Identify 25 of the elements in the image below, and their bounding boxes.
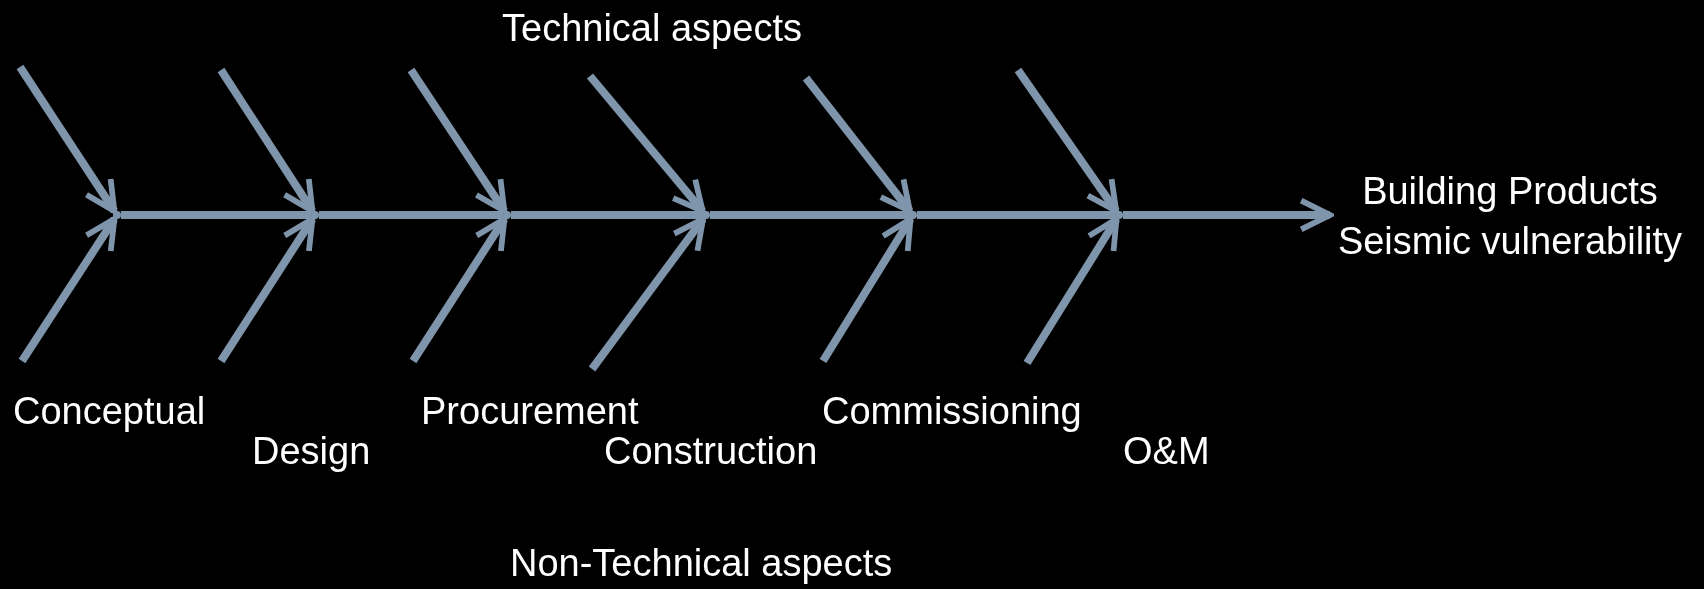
- cause-arrow: [18, 216, 118, 364]
- junction-point: [113, 211, 121, 219]
- cause-arrow: [217, 216, 316, 364]
- heading-label: Non-Technical aspects: [510, 541, 893, 585]
- cause-arrow: [217, 67, 316, 214]
- cause-arrow: [1023, 216, 1120, 366]
- cause-arrow: [16, 64, 118, 214]
- cause-arrow: [819, 216, 914, 364]
- phase-label: Design: [252, 429, 371, 473]
- junction-point: [702, 211, 710, 219]
- cause-arrow: [588, 216, 707, 372]
- phase-label: Conceptual: [13, 389, 206, 433]
- junction-point: [503, 211, 511, 219]
- phase-label: O&M: [1123, 429, 1210, 473]
- cause-arrow: [802, 75, 914, 214]
- cause-arrow: [409, 216, 508, 364]
- cause-arrow: [586, 73, 706, 214]
- junction-point: [311, 211, 319, 219]
- junction-point: [1115, 211, 1123, 219]
- junction-point: [909, 211, 917, 219]
- cause-arrow: [407, 67, 508, 214]
- cause-arrow: [1014, 67, 1120, 214]
- phase-label: Commissioning: [822, 389, 1082, 433]
- heading-label: Technical aspects: [502, 6, 802, 50]
- effect-label: Building Products Seismic vulnerability: [1334, 166, 1686, 266]
